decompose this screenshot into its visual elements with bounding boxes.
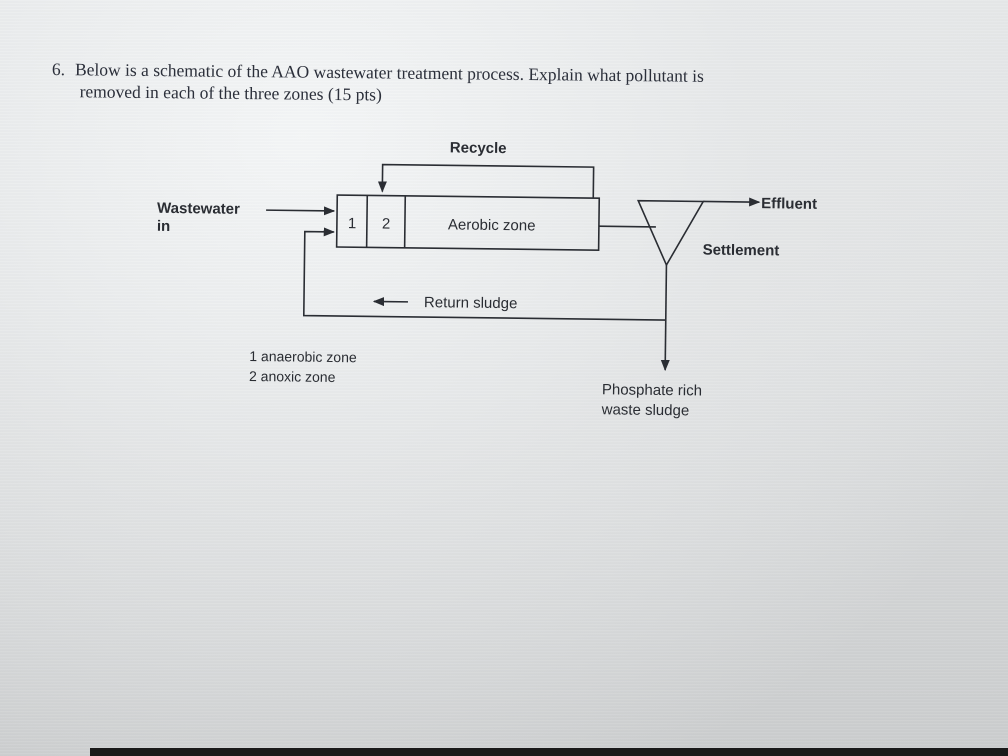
legend-line-1: 1 anaerobic zone [249,348,357,365]
waste-sludge-arrow [660,265,670,372]
tank-to-clarifier-line [598,225,656,228]
legend-line-2: 2 anoxic zone [249,368,336,385]
zone-divider-1 [365,195,369,248]
settlement-clarifier [636,199,705,267]
wastewater-in-arrow [266,206,336,216]
effluent-label: Effluent [761,195,817,213]
reactor-tank [335,194,601,252]
monitor-bezel [90,748,1008,756]
phosphate-label-line2: waste sludge [601,401,690,419]
wastewater-label-line1: Wastewater [157,200,240,218]
return-sludge-line [302,227,666,321]
return-sludge-label: Return sludge [424,294,518,312]
phosphate-label-line1: Phosphate rich [602,381,702,399]
zone-1-label: 1 [348,215,357,232]
zone-divider-2 [403,195,407,248]
recycle-line [377,163,595,199]
effluent-arrow [703,197,761,207]
wastewater-label-line2: in [157,218,171,235]
aerobic-zone-label: Aerobic zone [448,216,536,234]
zone-2-label: 2 [382,216,391,233]
settlement-label: Settlement [703,241,780,259]
recycle-label: Recycle [450,139,507,157]
